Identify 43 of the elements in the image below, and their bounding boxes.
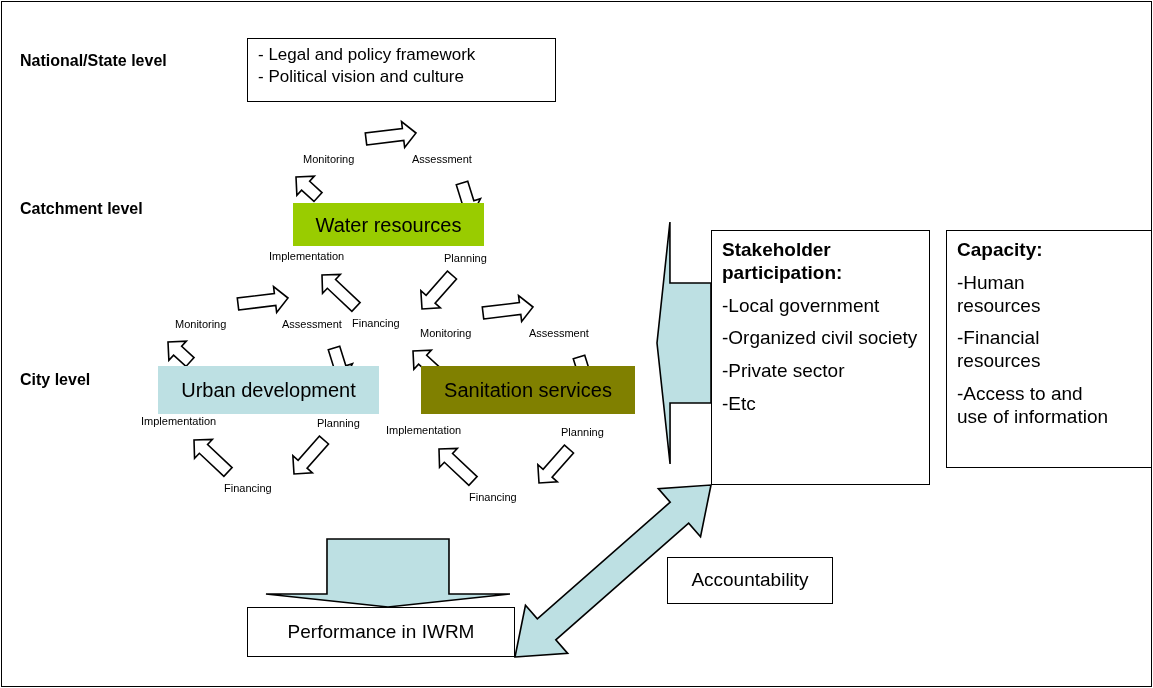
cycle-step-label: Monitoring: [303, 153, 355, 165]
cycle-step-label: Financing: [469, 491, 517, 503]
list-item: -Etc: [722, 393, 757, 416]
box-label: Accountability: [691, 569, 809, 592]
block-arrow: [514, 484, 712, 658]
cycle-step-label: Financing: [224, 482, 272, 494]
text-box: [667, 557, 833, 604]
level-label: City level: [20, 371, 91, 389]
cycle-step-label: Assessment: [529, 327, 589, 339]
list-box: [711, 230, 930, 485]
cycle-step-label: Planning: [561, 426, 604, 438]
cycle-step-label: Assessment: [412, 153, 472, 165]
list-item: -Human resources: [957, 271, 1042, 318]
box-heading: Capacity:: [957, 239, 1044, 262]
result-box: [247, 607, 515, 657]
cycle-step-label: Implementation: [386, 424, 462, 436]
list-item: -Organized civil society: [722, 327, 919, 351]
block-arrow: [265, 538, 511, 608]
list-item: -Local government: [722, 294, 881, 318]
cycle-step-label: Implementation: [269, 250, 345, 262]
cycle-step-label: Implementation: [141, 415, 217, 427]
text-box: [247, 38, 556, 102]
list-item: - Political vision and culture: [258, 67, 465, 88]
cycle-step-label: Monitoring: [420, 327, 472, 339]
cycle-step-label: Monitoring: [175, 318, 227, 330]
category-box: [421, 366, 635, 414]
category-box: [293, 203, 484, 246]
box-label: Water resources: [315, 212, 462, 237]
list-item: -Private sector: [722, 360, 846, 383]
box-heading: Stakeholder participation:: [722, 239, 844, 285]
level-label: National/State level: [20, 52, 167, 70]
level-label: Catchment level: [20, 200, 143, 218]
box-label: Sanitation services: [444, 378, 612, 402]
box-label: Urban development: [181, 378, 356, 402]
box-label: Performance in IWRM: [287, 620, 475, 644]
block-arrow: [656, 221, 712, 465]
list-item: -Access to and use of information: [957, 383, 1110, 429]
list-box: [946, 230, 1152, 468]
cycle-step-label: Assessment: [282, 318, 342, 330]
cycle-step-label: Financing: [352, 317, 400, 329]
list-item: -Financial resources: [957, 327, 1042, 373]
list-item: - Legal and policy framework: [258, 45, 477, 66]
category-box: [158, 366, 379, 414]
